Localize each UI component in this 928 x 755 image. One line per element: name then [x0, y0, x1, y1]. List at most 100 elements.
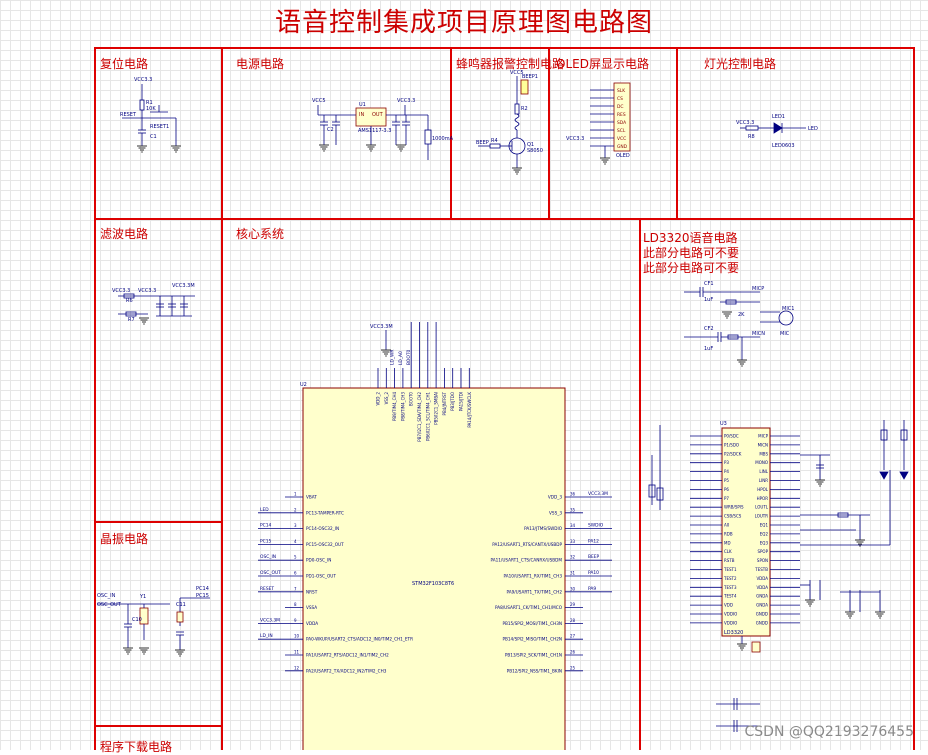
buzzer-transistor-label: Q1 [527, 142, 534, 148]
crystal-in-label: OSC_IN [97, 593, 116, 599]
mic-net-p: MICP [752, 286, 764, 292]
mcu-pin-name: PA12/USART1_RTS/CANTX/USBDP [492, 542, 562, 547]
ld3320-pin-name: HPOR [757, 496, 769, 501]
ld3320-title: LD3320语音电路 [643, 231, 738, 245]
ld3320-peripherals [648, 420, 909, 732]
mcu-pin-name: PB4/JNTRST [442, 391, 447, 415]
ld3320-pin-name: TESTB [754, 567, 768, 572]
mcu-pin-name: PB6/I2C1_SCL/TIM4_CH1 [425, 392, 430, 441]
ld3320-pin-name: LOUTL [755, 505, 769, 510]
mcu-pin-number: 12 [294, 665, 300, 670]
light-net-label: LED [808, 126, 818, 132]
section-title-reset: 复位电路 [100, 57, 149, 71]
ld3320-pin-name: EQ2 [760, 531, 769, 536]
reset-resistor-value: 10K [146, 106, 156, 112]
mic-cf1-value: 1uF [704, 297, 713, 303]
mic-label: MIC [780, 331, 790, 337]
ld3320-pin-name: GNDA [756, 603, 768, 608]
oled-pin-label: GND [617, 144, 628, 150]
mcu-net-label: PC15 [260, 538, 272, 544]
mcu-net-label: SWDIO [588, 523, 604, 529]
mcu-pin-name: PB5/I2C1_SMBAI [434, 392, 439, 425]
ground-symbol [511, 167, 523, 175]
ground-symbol [365, 144, 377, 152]
reset-capacitor-label: C1 [150, 134, 157, 140]
section-title-light: 灯光控制电路 [704, 57, 777, 71]
mcu-pin-name: PB12/SPI2_NSS/TIM1_BKIN [507, 668, 562, 673]
ld3320-pin-name: MICP [758, 434, 768, 439]
ld3320-note-2: 此部分电路可不要 [643, 261, 740, 275]
mcu-pin-name: PD1-OSC_OUT [306, 574, 336, 579]
mcu-pin-name: PA14/JTCK/SWCLK [467, 392, 472, 428]
mcu-pin-name: PB14/SPI2_MISO/TIM1_CH2N [502, 637, 562, 642]
mcu-pin-name: PB9/TIM4_CH4 [392, 392, 397, 421]
power-cap-label: C2 [327, 127, 334, 133]
mcu-net-label: BOOT0 [406, 349, 412, 365]
mcu-pin-number: 9 [294, 618, 297, 623]
mcu-net-label: OSC_OUT [260, 570, 281, 576]
mcu-net-label: VCC3.3M [260, 617, 280, 623]
ld3320-chip [721, 427, 771, 637]
oled-pin-label: VCC [617, 136, 626, 142]
mcu-pin-number: 1 [294, 492, 297, 497]
ground-symbol [174, 649, 186, 657]
buzzer-circuit [478, 76, 529, 168]
ld3320-pin-name: SPOP [757, 549, 768, 554]
ground-symbol [844, 611, 856, 619]
mic-net-n: MICN [752, 331, 765, 337]
mcu-pin-name: PA15/JTDI [459, 392, 464, 411]
buzzer-net-label: BEEP [476, 140, 489, 146]
ld3320-pin-name: VDDA [756, 585, 768, 590]
mcu-net-label: PA9 [588, 586, 596, 592]
ground-symbol [395, 144, 407, 152]
ground-symbol [814, 479, 826, 487]
power-current-label: 1000mA [432, 136, 454, 142]
mcu-pin-number: 25 [570, 665, 576, 670]
power-circuit [317, 105, 432, 160]
mcu-net-label: LD_A0 [398, 351, 404, 365]
ld3320-left-pins: P0/SDCP1/SDOP2/SDCKP3P4P5P6P7WRB/SPISCSB… [690, 434, 744, 625]
mcu-net-label: BEEP [588, 554, 600, 560]
watermark: CSDN @QQ2193276455 [744, 724, 914, 740]
ld3320-pin-name: MICN [758, 442, 768, 447]
mcu-pin-name: VDD_3 [548, 495, 562, 500]
mcu-pin-number: 5 [294, 555, 297, 560]
ground-symbol [170, 145, 182, 153]
section-title-core: 核心系统 [236, 227, 285, 241]
ground-symbol [599, 157, 611, 165]
power-part-label: AMS1117-3.3 [358, 128, 391, 134]
mcu-pin-name: PA2/USART2_TX/ADC12_IN2/TIM2_CH3 [306, 668, 387, 673]
ld3320-pin-name: P0/SDC [724, 434, 739, 439]
crystal-pc15-label: PC15 [196, 593, 209, 599]
mcu-pin-number: 36 [570, 492, 576, 497]
ld3320-pin-name: LINL [759, 469, 768, 474]
ld3320-pin-name: TEST1 [723, 567, 737, 572]
mcu-pin-name: VSS_3 [549, 510, 562, 515]
ld3320-pin-name: LINR [759, 478, 768, 483]
ground-symbol [138, 317, 150, 325]
mic-resistor-value: 2K [738, 312, 745, 318]
mic-circuit [684, 287, 794, 360]
ld3320-pin-name: A0 [724, 523, 730, 528]
mcu-pin-name: PA13/JTMS/SWDIO [524, 526, 563, 531]
mcu-pin-name: VDD_2 [376, 392, 381, 406]
mcu-pin-number: 34 [570, 523, 576, 528]
mcu-pin-name: PD0-OSC_IN [306, 558, 331, 563]
mcu-pin-name: PA1/USART2_RTS/ADC12_IN1/TIM2_CH2 [306, 653, 389, 658]
section-title-crystal: 晶振电路 [100, 532, 149, 546]
power-vcc-out-label: VCC3.3 [397, 98, 415, 104]
reset-circuit [122, 84, 177, 146]
mcu-net-label: VCC3.3M [588, 491, 608, 497]
ground-symbol [736, 359, 748, 367]
ld3320-pin-name: VDDIO [724, 620, 737, 625]
mcu-pin-number: 33 [570, 539, 576, 544]
ld3320-pin-name: CSB/SCS [724, 514, 742, 519]
mcu-pin-number: 30 [570, 586, 576, 591]
ld3320-pin-name: CLK [724, 549, 732, 554]
mcu-net-label: PC14 [260, 523, 272, 529]
ld3320-pin-name: P1/SDO [724, 442, 739, 447]
light-vcc-label: VCC3.3 [736, 120, 754, 126]
ld3320-pin-name: RDB [724, 531, 733, 536]
mcu-pin-name: PC13-TAMPER-RTC [306, 510, 344, 515]
